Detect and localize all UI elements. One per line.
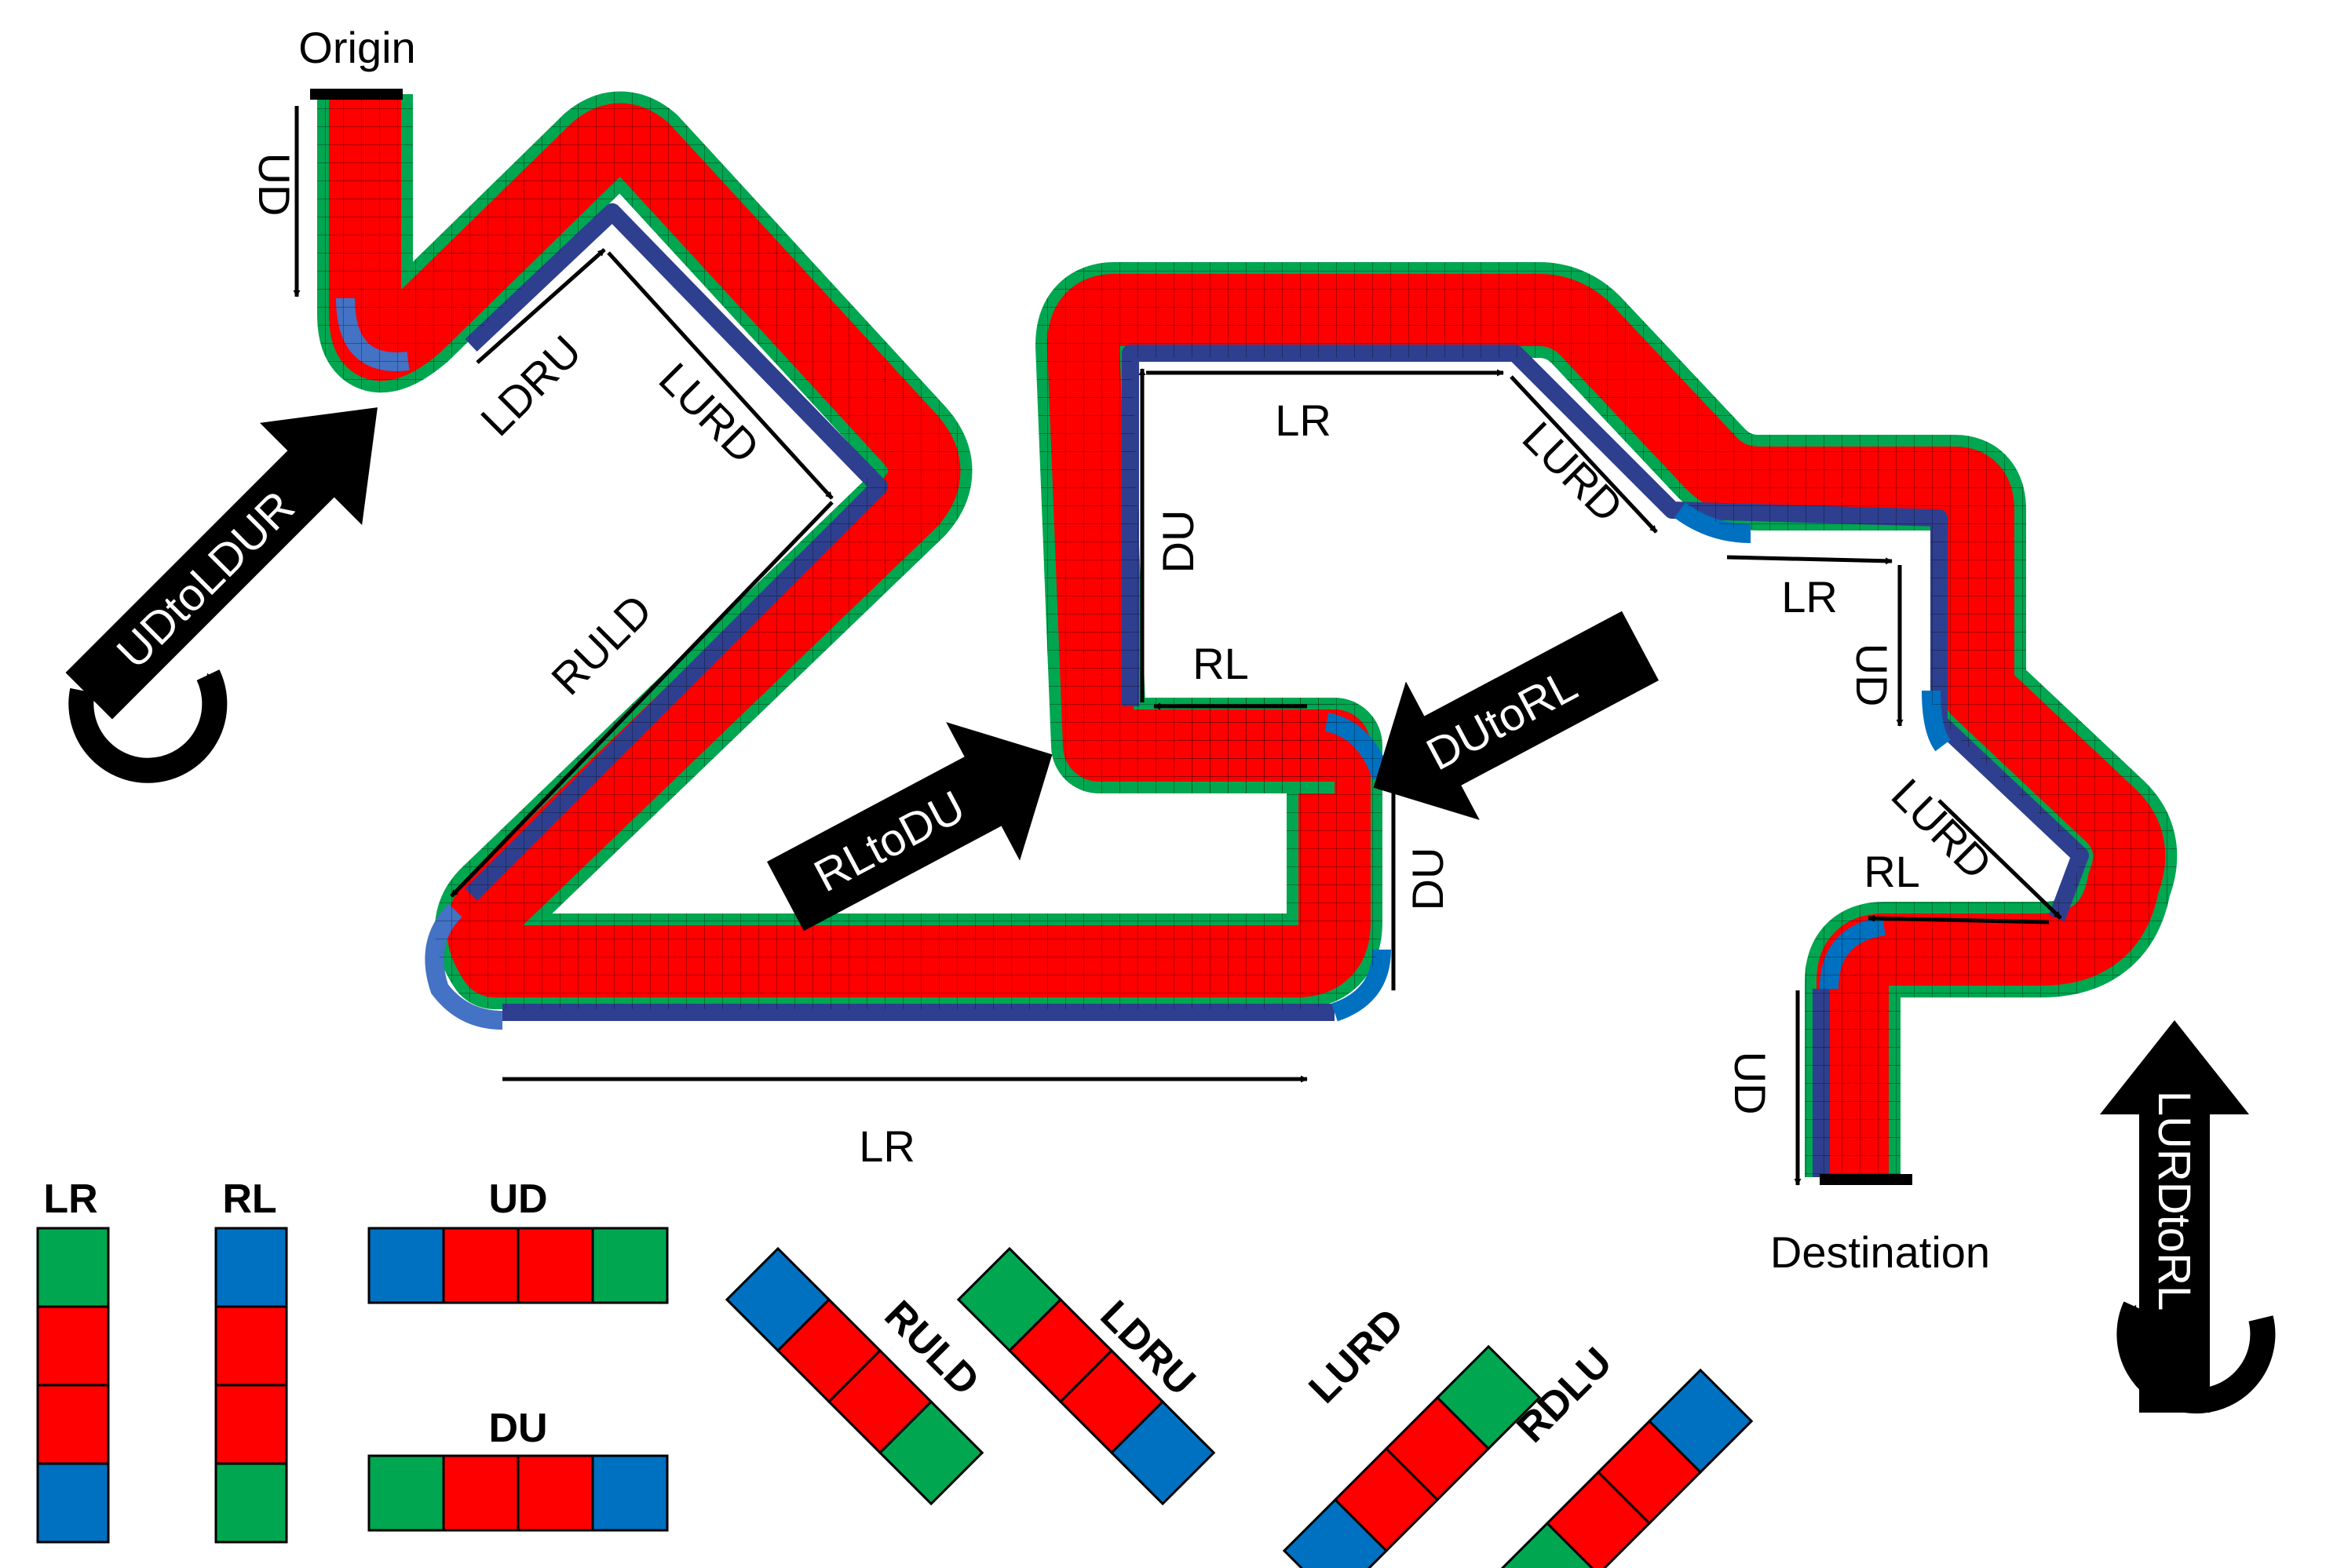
legend-cell (442, 1227, 520, 1304)
legend-cell (214, 1462, 288, 1544)
destination-bar (1820, 1174, 1912, 1185)
legend-cell (214, 1305, 288, 1387)
legend-cell (1647, 1368, 1754, 1475)
legend-cell (367, 1227, 445, 1304)
legend-cell (214, 1227, 288, 1308)
destination-label: Destination (1770, 1227, 1990, 1277)
legend-cell (591, 1454, 669, 1532)
label-ud-left: UD (250, 153, 299, 217)
legend-tile-rl: RL (214, 1176, 288, 1544)
legend-label: RL (222, 1176, 276, 1222)
transition-du-to-rl: DUtoRL (1373, 611, 1659, 820)
rotate-cw-icon (2116, 1301, 2276, 1414)
badge-lurd-to-rl-text: LURDtoRL (2149, 1091, 2200, 1311)
label-du-center: DU (1403, 848, 1452, 911)
badge-ud-to-ldur-text: UDtoLDUR (108, 481, 305, 678)
legend-tile-lurd: LURD (1282, 1300, 1542, 1568)
origin-label: Origin (298, 23, 415, 72)
legend-tile-du: DU (367, 1406, 669, 1532)
label-lr-right: LR (1781, 572, 1838, 622)
legend-cell (1435, 1344, 1542, 1451)
label-lurd-top: LURD (650, 353, 769, 472)
legend-label: UD (488, 1176, 547, 1222)
label-du-left: DU (1153, 510, 1203, 574)
legend-cell (36, 1384, 110, 1465)
road-grid-overlay (317, 91, 2178, 1177)
legend-label: DU (488, 1406, 547, 1451)
transition-lurd-to-rl: LURDtoRL (2100, 1020, 2276, 1414)
legend-tile-ud: UD (367, 1176, 669, 1304)
label-rl-center: RL (1192, 639, 1249, 688)
transition-ud-to-ldur: UDtoLDUR (65, 407, 378, 783)
label-ud-right: UD (1847, 644, 1897, 707)
legend-cell (367, 1454, 445, 1532)
legend-tile-lr: LR (36, 1176, 110, 1544)
label-lr-top: LR (1275, 396, 1331, 445)
legend-cell (878, 1399, 984, 1506)
legend-tile-ruld: RULD (725, 1246, 988, 1506)
direction-arrows (293, 106, 2062, 1186)
label-ruld: RULD (542, 585, 661, 704)
legend-cell (36, 1305, 110, 1387)
legend-cell (442, 1454, 520, 1532)
origin-bar (310, 89, 403, 100)
legend-tile-rdlu: RDLU (1494, 1339, 1754, 1568)
legend-cell (591, 1227, 669, 1304)
label-ud-dest: UD (1725, 1052, 1775, 1115)
legend-cell (36, 1462, 110, 1544)
legend-label: LURD (1300, 1300, 1412, 1412)
legend-cell (1109, 1399, 1216, 1506)
legend-tile-ldru: LDRU (956, 1246, 1216, 1506)
label-lr-bottom: LR (859, 1121, 915, 1171)
legend-cell (517, 1454, 594, 1532)
label-ldru: LDRU (471, 326, 590, 445)
rotate-ccw-icon (68, 669, 228, 783)
legend-cell (517, 1227, 594, 1304)
legend-cell (36, 1227, 110, 1308)
legend-label: LR (43, 1176, 97, 1222)
legend-cell (214, 1384, 288, 1465)
label-rl-lower: RL (1864, 847, 1920, 896)
